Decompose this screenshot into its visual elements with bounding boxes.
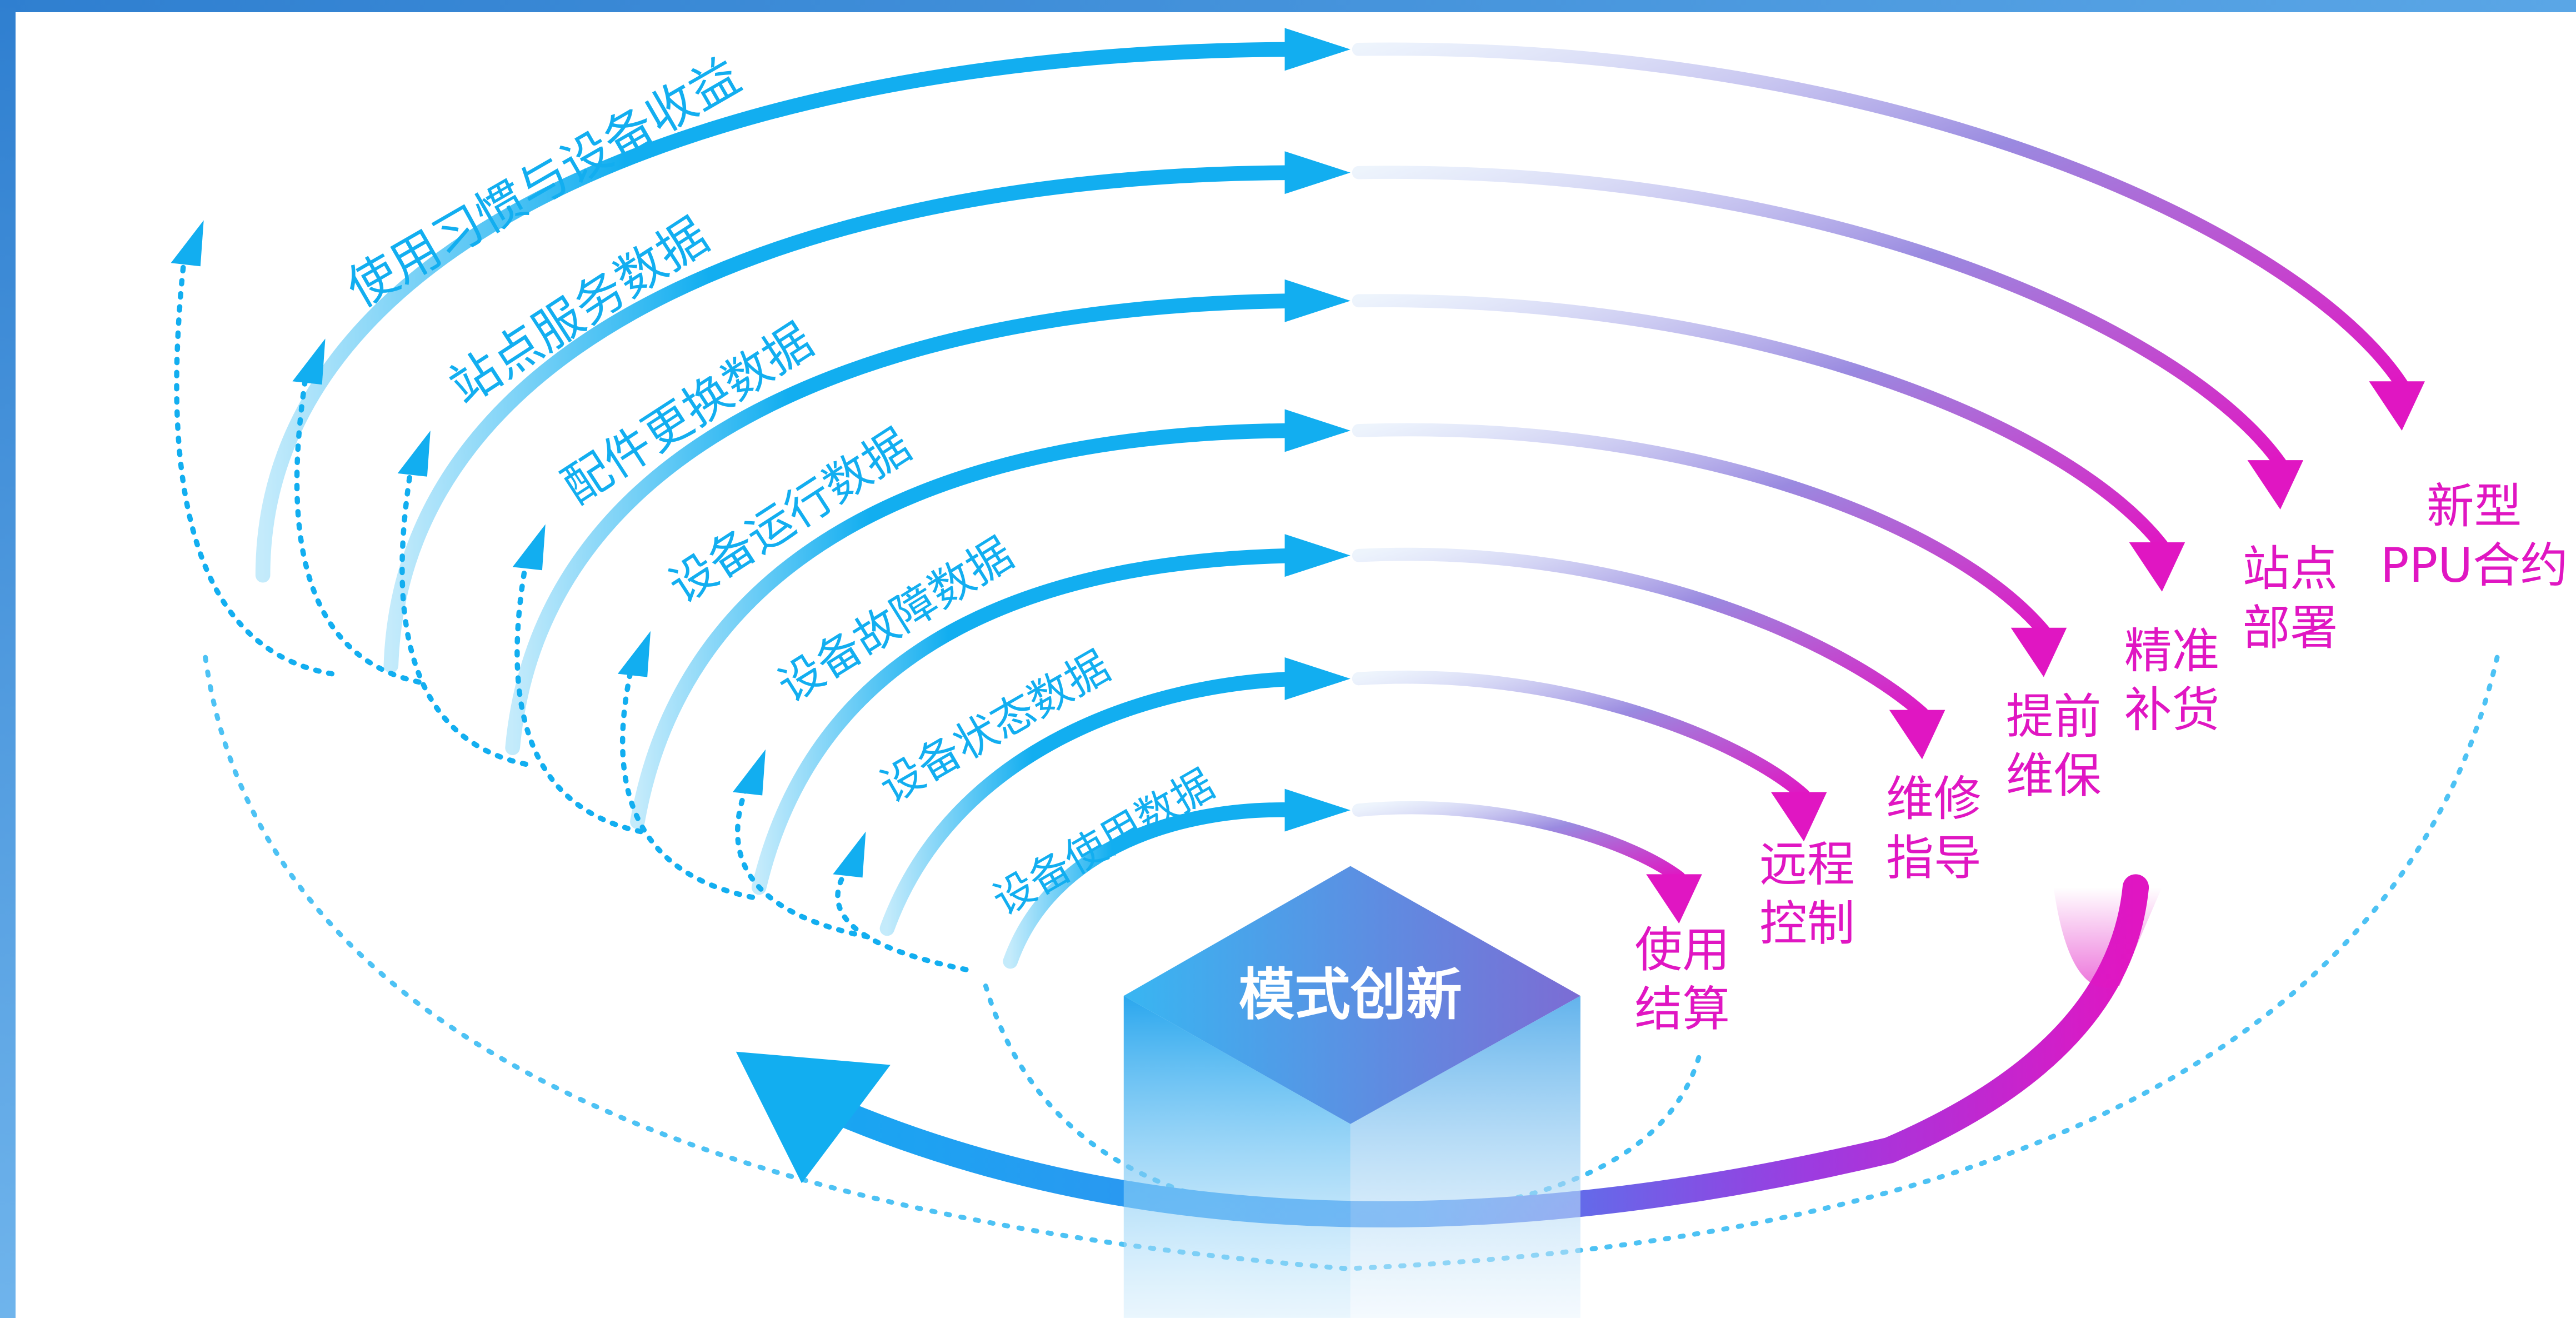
- data-arc-right: [1352, 166, 2287, 470]
- window-frame-left: [0, 0, 16, 1318]
- center-cube: 模式创新: [1123, 866, 1580, 1318]
- dotted-feed-line: [399, 467, 529, 767]
- triangle-arrow-icon: [1284, 279, 1350, 322]
- feed-arrow-icon: [292, 338, 326, 385]
- data-arc-left: [505, 293, 1309, 756]
- outcome-label-line1: 精准: [2124, 623, 2220, 679]
- data-arc-left: [383, 165, 1309, 673]
- outcome-label-line2: 补货: [2124, 682, 2220, 738]
- feed-arrow-icon: [171, 220, 204, 267]
- outcome-arrow-icon: [2010, 627, 2067, 677]
- data-arc-right: [1352, 294, 2169, 552]
- outcome-label-line1: 远程: [1759, 837, 1855, 892]
- dotted-feed-line: [294, 375, 422, 685]
- dotted-feed-line: [514, 561, 644, 835]
- triangle-arrow-icon: [1284, 788, 1350, 832]
- outcome-arrow-icon: [1770, 792, 1827, 842]
- center-label: 模式创新: [1239, 962, 1462, 1027]
- data-arc-right: [1352, 547, 1929, 720]
- outcome-label-line1: 新型: [2427, 479, 2522, 535]
- outcome-label-line2: 指导: [1886, 830, 1982, 886]
- data-arc-left: [1003, 802, 1309, 969]
- data-arc-left: [255, 42, 1309, 583]
- feed-arrow-icon: [512, 524, 546, 571]
- cube-icon: [1123, 866, 1580, 1124]
- triangle-arrow-icon: [1284, 28, 1350, 71]
- triangle-arrow-icon: [1284, 657, 1350, 700]
- outcome-label-line2: 结算: [1634, 981, 1730, 1037]
- outcome-label-line2: PPU合约: [2380, 538, 2568, 593]
- return-arrow-head-icon: [736, 1051, 891, 1184]
- outcome-label-line1: 维修: [1886, 771, 1982, 827]
- outcome-label-line1: 提前: [2006, 689, 2102, 745]
- data-arc-right: [1352, 42, 2409, 391]
- data-arc-right: [1352, 423, 2050, 638]
- data-arc-left: [751, 548, 1309, 895]
- outcome-arrow-icon: [1889, 710, 1945, 760]
- dotted-feed-line: [835, 868, 969, 972]
- outcome-arrow-icon: [2369, 381, 2425, 431]
- data-arc-right: [1352, 670, 1810, 802]
- feed-arrow-icon: [833, 831, 866, 878]
- feed-arrow-icon: [617, 631, 651, 677]
- triangle-arrow-icon: [1284, 409, 1350, 452]
- dotted-feed-line: [619, 667, 756, 900]
- feed-arrow-icon: [732, 749, 766, 796]
- outcome-arrow-icon: [2247, 460, 2304, 510]
- triangle-arrow-icon: [1284, 151, 1350, 194]
- outcome-label-line1: 站点: [2243, 541, 2338, 597]
- data-arc-right: [1352, 801, 1686, 885]
- outcome-arrow-icon: [1646, 874, 1702, 924]
- outcome-label-line1: 使用: [1634, 922, 1730, 978]
- triangle-arrow-icon: [1284, 534, 1350, 577]
- data-arc-left: [879, 671, 1309, 936]
- outcome-label-line2: 控制: [1759, 896, 1855, 952]
- data-arc-label: 设备使用数据: [985, 760, 1222, 925]
- outcome-label-line2: 维保: [2006, 748, 2102, 804]
- feed-arrow-icon: [397, 430, 431, 477]
- outcome-arrow-icon: [2129, 542, 2185, 592]
- dotted-feed-line: [735, 786, 871, 940]
- outcome-label-line2: 部署: [2243, 600, 2338, 656]
- data-arc-left: [630, 423, 1309, 830]
- return-arrow: [736, 874, 2162, 1227]
- dotted-feed-line: [174, 257, 335, 677]
- window-frame-top: [0, 0, 2576, 12]
- data-arcs: 设备使用数据设备状态数据设备故障数据设备运行数据配件更换数据站点服务数据使用习惯…: [255, 28, 2425, 969]
